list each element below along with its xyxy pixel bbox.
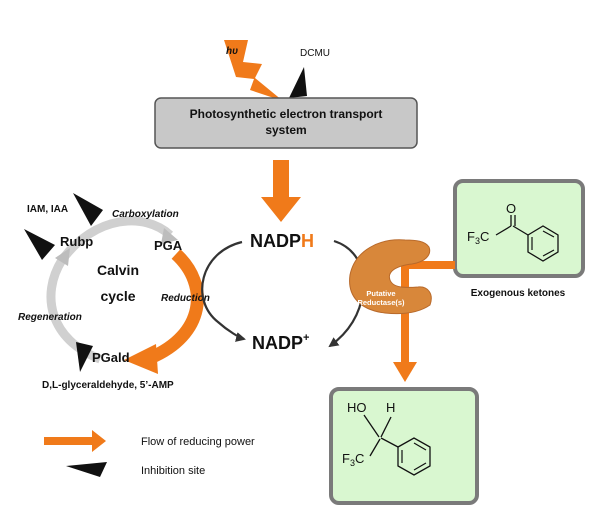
reduction-arrowhead bbox=[124, 344, 158, 374]
carboxylation-label: Carboxylation bbox=[112, 209, 179, 220]
alcohol-box bbox=[329, 387, 479, 505]
iam-iaa-label: IAM, IAA bbox=[27, 204, 68, 215]
iam-inhibition-icon bbox=[73, 193, 103, 226]
transport-line2: system bbox=[265, 123, 306, 137]
nadph-to-calvin-arrow bbox=[201, 240, 246, 342]
ketone-f3c: F3C bbox=[467, 229, 489, 246]
light-label: hυ bbox=[226, 46, 238, 57]
carboxylation-arrowhead bbox=[161, 228, 178, 244]
regeneration-arrowhead bbox=[55, 248, 70, 266]
ketone-flow-line bbox=[401, 261, 455, 365]
enzyme-label-line2: Reductase(s) bbox=[357, 298, 405, 307]
legend-flow-arrow-icon bbox=[44, 430, 106, 452]
calvin-center-line2: cycle bbox=[100, 288, 135, 304]
dcmu-label: DCMU bbox=[300, 48, 330, 59]
pgald-inhibitors-label: D,L-glyceraldehyde, 5’-AMP bbox=[42, 380, 174, 391]
ketone-oxygen: O bbox=[506, 201, 516, 216]
nadph-label: NADPH bbox=[250, 231, 314, 251]
ketone-structure: F3C O bbox=[467, 201, 559, 262]
pgald-inhibition-icon bbox=[76, 342, 93, 372]
transport-box bbox=[154, 97, 418, 149]
transport-line1: Photosynthetic electron transport bbox=[190, 107, 383, 121]
pga-label: PGA bbox=[154, 238, 183, 253]
nadp-label: NADP+ bbox=[252, 332, 309, 353]
enzyme-label-line1: Putative bbox=[366, 289, 395, 298]
pgald-label: PGald bbox=[92, 350, 130, 365]
rubp-label: Rubp bbox=[60, 234, 93, 249]
reducing-power-arrow-down bbox=[261, 160, 301, 222]
light-bolt-icon bbox=[224, 40, 283, 101]
reduction-arc bbox=[147, 249, 204, 364]
ketone-label: Exogenous ketones bbox=[471, 288, 566, 299]
rubp-inhibition-icon bbox=[24, 229, 55, 260]
alcohol-structure: HO H F3C bbox=[342, 400, 431, 476]
legend-flow-label: Flow of reducing power bbox=[141, 436, 255, 448]
alcohol-f3c: F3C bbox=[342, 451, 364, 468]
legend-inhibition-icon bbox=[66, 462, 107, 477]
ketone-flow-arrowhead bbox=[393, 362, 417, 382]
dcmu-inhibition-icon bbox=[289, 67, 307, 98]
calvin-center-line1: Calvin bbox=[97, 262, 139, 278]
legend-inhibition-label: Inhibition site bbox=[141, 465, 205, 477]
reductase-enzyme-shape bbox=[349, 239, 432, 315]
reduction-label: Reduction bbox=[161, 293, 210, 304]
alcohol-ho: HO bbox=[347, 400, 367, 415]
regeneration-label: Regeneration bbox=[18, 312, 82, 323]
alcohol-h: H bbox=[386, 400, 395, 415]
